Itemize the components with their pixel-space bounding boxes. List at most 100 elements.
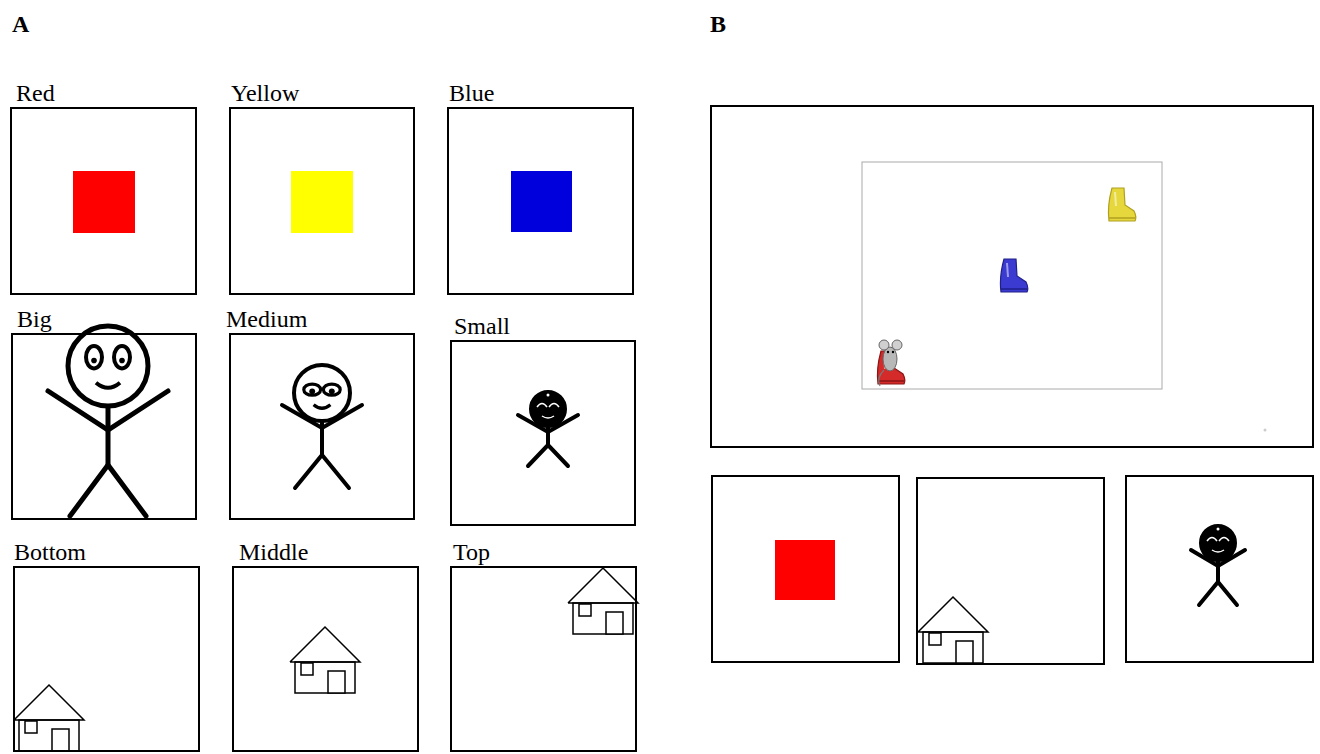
choice-box — [917, 478, 1104, 664]
picture-card: Big — [11, 305, 197, 520]
house-window — [579, 604, 591, 616]
house-icon — [290, 627, 360, 693]
picture-card: Bottom — [13, 538, 200, 752]
card-heading: Top — [453, 538, 637, 566]
figure-pupil — [119, 358, 125, 364]
color-square — [511, 171, 572, 232]
card-frame — [447, 107, 634, 295]
card-frame — [229, 107, 415, 295]
boot-shine — [1115, 192, 1116, 206]
boot-icon — [1000, 259, 1027, 292]
scene-frame — [711, 106, 1313, 447]
house-wall — [19, 720, 79, 751]
mouse-eye — [892, 351, 894, 353]
stick-figure — [1191, 525, 1245, 605]
boot-shape — [1000, 259, 1027, 292]
figure-eye — [304, 384, 321, 395]
figure-legs — [1199, 582, 1237, 605]
figure-head — [1200, 525, 1236, 561]
house-roof — [568, 568, 638, 603]
card-frame — [232, 566, 419, 752]
figure-top-dot — [547, 394, 550, 397]
house-roof — [918, 597, 988, 632]
card-heading: Medium — [226, 305, 422, 333]
color-square — [775, 540, 835, 600]
boot-sole — [1109, 217, 1135, 219]
mouse-icon — [879, 340, 902, 386]
figure-legs — [295, 455, 349, 488]
card-frame — [11, 333, 197, 520]
card-frame — [13, 566, 200, 752]
figure-pupil — [309, 388, 315, 394]
card-frame — [450, 340, 636, 526]
card-frame — [10, 107, 197, 295]
house-icon — [568, 568, 638, 634]
house-wall — [573, 603, 633, 634]
card-heading: Yellow — [231, 79, 415, 107]
choice-box — [1126, 476, 1313, 662]
mouse-tail — [879, 370, 884, 386]
house-door — [606, 612, 623, 634]
picture-card: Small — [450, 312, 636, 526]
panel-letter: A — [12, 10, 29, 38]
color-square — [291, 171, 353, 233]
boot-icon — [1108, 188, 1135, 221]
figure-eye — [323, 384, 340, 395]
card-heading: Small — [454, 312, 636, 340]
figure-body — [106, 406, 111, 465]
picture-card: Blue — [447, 79, 634, 295]
choice-box — [712, 476, 899, 662]
figure-eye — [86, 346, 102, 368]
picture-card: Red — [10, 79, 197, 295]
stick-figure — [48, 326, 168, 516]
figure-top-dot — [1217, 528, 1220, 531]
figure-mouth — [1212, 550, 1224, 552]
boot-sole — [878, 380, 904, 382]
mouse-body — [883, 347, 897, 371]
house-wall — [295, 662, 355, 693]
house-roof — [14, 685, 84, 720]
card-heading: Blue — [449, 79, 634, 107]
house-wall — [923, 632, 983, 663]
figure-pupil — [91, 358, 97, 364]
boot-shape — [1108, 188, 1135, 221]
figure-mouth — [96, 383, 120, 388]
house-roof — [290, 627, 360, 662]
figure-head — [294, 365, 350, 421]
house-window — [929, 633, 941, 645]
figure-legs — [528, 445, 568, 466]
figure-mouth — [542, 416, 554, 418]
card-heading: Big — [17, 305, 197, 333]
figure-head — [68, 326, 148, 406]
picture-card: Medium — [229, 305, 422, 520]
boot-shine — [1007, 263, 1008, 277]
card-heading: Bottom — [14, 538, 200, 566]
figure-legs — [70, 465, 146, 516]
figure-mouth — [314, 405, 331, 409]
mouse-ear — [892, 340, 902, 350]
mouse-ear — [879, 340, 889, 350]
figure-eye — [114, 346, 130, 368]
house-icon — [14, 685, 84, 751]
house-window — [301, 663, 313, 675]
stick-figure — [518, 391, 578, 466]
house-door — [52, 729, 69, 751]
scene-dot — [1264, 429, 1267, 432]
color-square — [73, 171, 135, 233]
panel-letter: B — [710, 10, 726, 38]
card-heading: Red — [16, 79, 197, 107]
boot-sole — [1001, 288, 1027, 290]
figure-pupil — [329, 388, 335, 394]
house-window — [25, 721, 37, 733]
picture-card: Middle — [232, 538, 419, 752]
figure-eyes — [1207, 538, 1229, 542]
scene-field — [862, 162, 1162, 389]
house-icon — [918, 597, 988, 663]
figure-head — [530, 391, 566, 427]
card-frame — [229, 333, 415, 520]
picture-card: Top — [450, 538, 637, 752]
card-frame — [450, 566, 637, 752]
picture-card: Yellow — [229, 79, 415, 295]
